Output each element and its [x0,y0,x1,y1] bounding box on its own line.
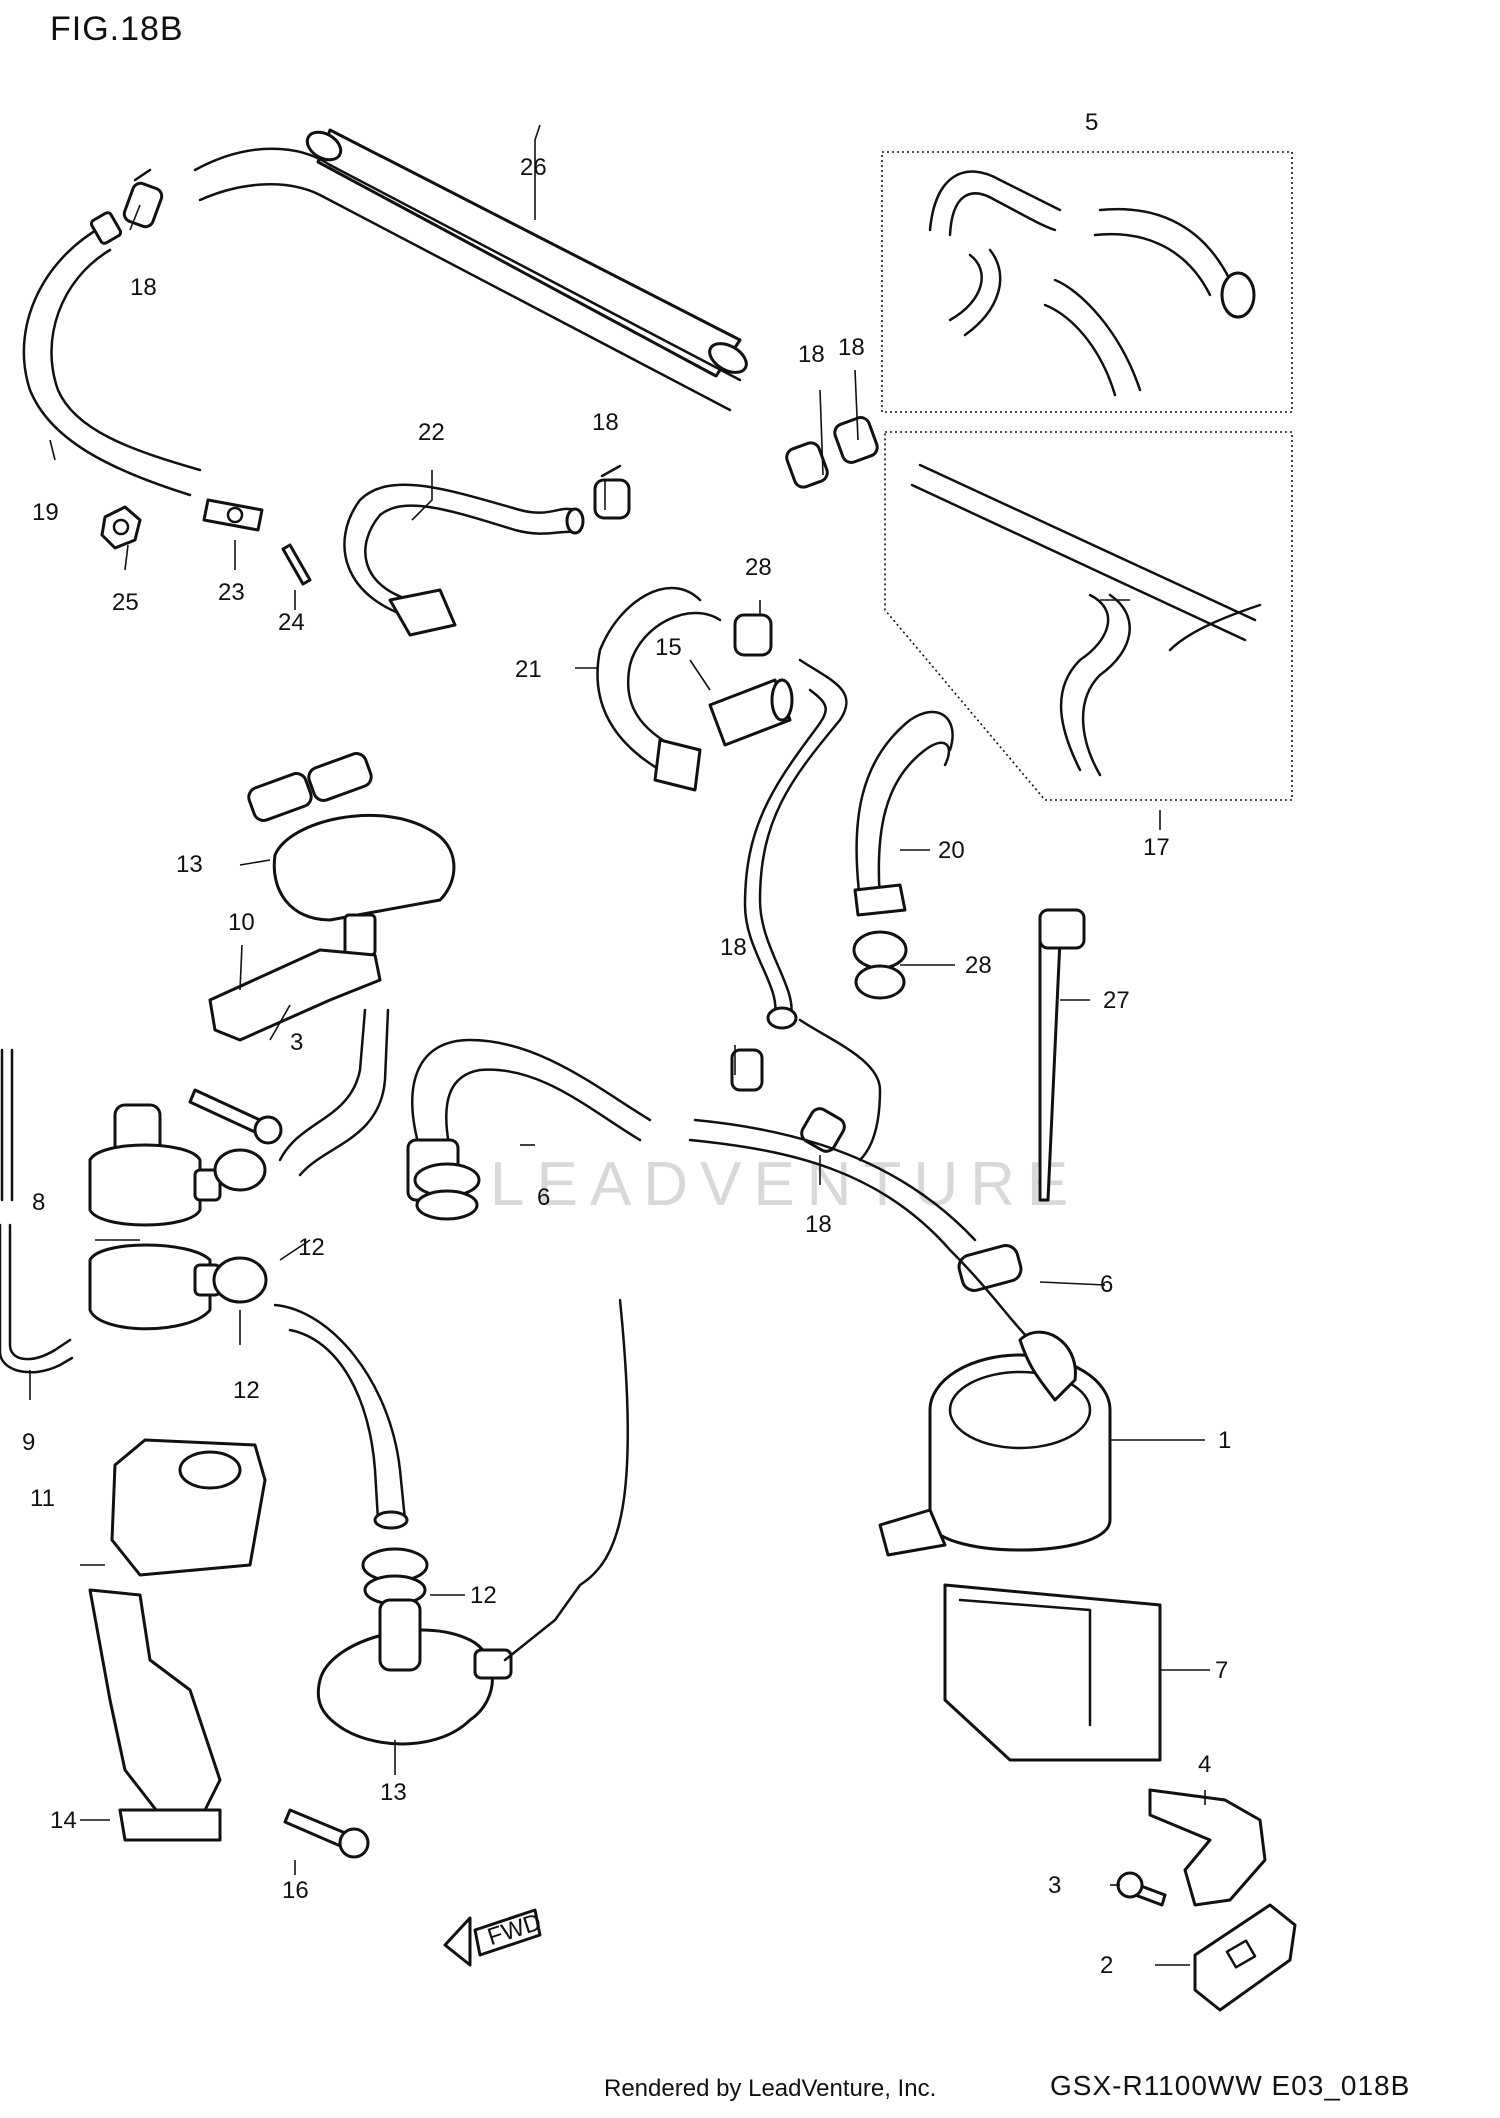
callout-22: 22 [418,419,445,446]
part-12-clamp-a[interactable] [213,1148,267,1192]
part-10-bracket[interactable] [208,948,382,1042]
part-5-hose-kit[interactable] [928,170,1256,397]
part-15-pipe[interactable] [708,678,794,747]
callout-17: 17 [1143,834,1170,861]
callout-27: 27 [1103,987,1130,1014]
callout-21: 21 [515,656,542,683]
fwd-arrow-icon [443,1908,542,1967]
part-28-clamp-a[interactable] [733,613,773,657]
part-4-bracket[interactable] [1148,1788,1267,1907]
callout-11: 11 [30,1485,55,1512]
part-hose-small-left[interactable] [278,1008,390,1177]
part-26-hose[interactable] [302,127,751,379]
part-12-clamp-b[interactable] [212,1256,268,1304]
part-25-nut[interactable] [100,505,142,550]
footer-credit: Rendered by LeadVenture, Inc. [604,2075,937,2102]
callout-5: 5 [1085,109,1098,136]
callout-28b: 28 [965,952,992,979]
part-12-clamp-c[interactable] [361,1547,429,1606]
callout-18b: 18 [592,409,619,436]
part-18-clamp-b[interactable] [593,464,631,520]
callout-9: 9 [22,1429,35,1456]
part-17-hose-kit[interactable] [910,463,1262,777]
callout-14: 14 [50,1807,77,1834]
part-6-clamp-b[interactable] [956,1243,1023,1293]
part-6-clamp-a[interactable] [413,1162,481,1221]
callout-10: 10 [228,909,255,936]
part-2-plate[interactable] [1193,1903,1297,2012]
part-11-cover[interactable] [110,1438,267,1577]
callout-12c: 12 [470,1582,497,1609]
part-27-tie-strap[interactable] [1038,908,1086,1202]
callout-28a: 28 [745,554,772,581]
part-16-bolt[interactable] [283,1808,370,1859]
callout-18c: 18 [798,341,825,368]
callout-4: 4 [1198,1751,1211,1778]
part-7-base-cover[interactable] [943,1583,1162,1762]
part-22-hose[interactable] [343,483,585,637]
figure-title: FIG.18B [50,10,184,48]
callout-6b: 6 [1100,1271,1113,1298]
footer-figure-code: GSX-R1100WW E03_018B [1050,2070,1411,2101]
part-14-bracket[interactable] [88,1588,222,1842]
part-8-valve[interactable] [88,1103,222,1331]
callout-25: 25 [112,589,139,616]
part-3-bolt-lower[interactable] [1116,1871,1167,1907]
part-17-kit-box [884,431,1293,801]
part-1-air-canister[interactable] [878,1330,1112,1557]
callout-7: 7 [1215,1657,1228,1684]
callout-26: 26 [520,154,547,181]
callout-2: 2 [1100,1952,1113,1979]
watermark-text: LEADVENTURE [490,1150,1080,1219]
callout-18e: 18 [720,934,747,961]
part-23-gasket[interactable] [202,498,264,532]
callout-18a: 18 [130,274,157,301]
part-18-clamp-e[interactable] [730,1048,764,1092]
callout-13a: 13 [176,851,203,878]
part-3-bolt-upper[interactable] [188,1088,283,1145]
callout-18d: 18 [838,334,865,361]
callout-3a: 3 [290,1029,303,1056]
callout-23: 23 [218,579,245,606]
callout-20: 20 [938,837,965,864]
part-center-hose[interactable] [743,658,848,1030]
part-13-valve-lower[interactable] [316,1298,630,1746]
callout-13b: 13 [380,1779,407,1806]
callout-3b: 3 [1048,1872,1061,1899]
part-19-hose[interactable] [22,147,742,497]
part-21-hose[interactable] [596,586,722,792]
callout-12a: 12 [298,1234,325,1261]
part-13-valve-upper[interactable] [246,751,456,957]
callout-19: 19 [32,499,59,526]
callout-15: 15 [655,634,682,661]
callout-1: 1 [1218,1427,1231,1454]
callout-18f: 18 [805,1211,832,1238]
callout-8: 8 [32,1189,45,1216]
part-20-hose[interactable] [853,710,954,917]
callout-16: 16 [282,1877,309,1904]
part-9-hose[interactable] [0,1048,74,1374]
part-18-clamp-f[interactable] [798,1105,847,1154]
part-5-kit-box [881,151,1293,413]
callout-6a: 6 [537,1184,550,1211]
part-18-clamp-d[interactable] [832,415,880,465]
callout-24: 24 [278,609,305,636]
part-28-clamp-b[interactable] [852,930,908,1000]
callout-12b: 12 [233,1377,260,1404]
part-24-stud[interactable] [281,543,312,586]
part-hose-canister[interactable] [688,1018,1032,1342]
part-hose-lower[interactable] [273,1303,409,1530]
part-18-clamp-a[interactable] [122,168,164,229]
